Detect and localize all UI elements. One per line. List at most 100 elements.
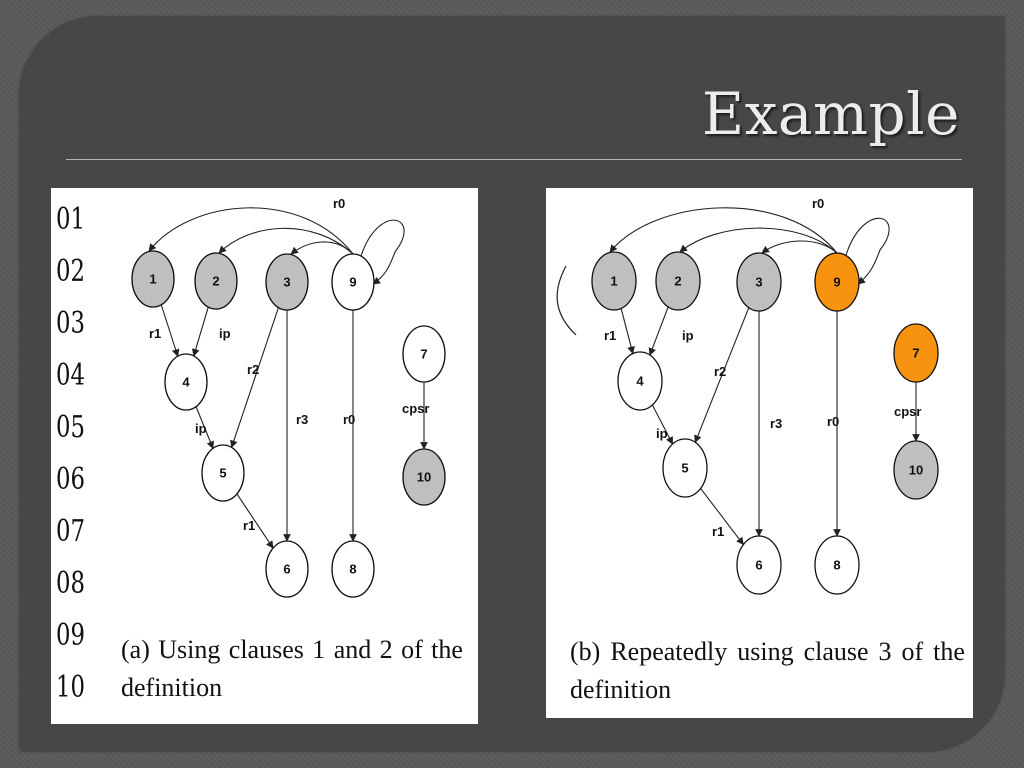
edge-label: r2 [247, 362, 259, 377]
node-circle [402, 325, 446, 383]
node-label: 3 [755, 275, 762, 290]
node-2: 2 [194, 252, 238, 310]
node-label: 1 [610, 274, 617, 289]
node-8: 8 [814, 535, 860, 595]
edge-9-9 [360, 219, 405, 285]
node-label: 5 [219, 466, 226, 481]
figure-a-caption: (a) Using clauses 1 and 2 of the definit… [121, 631, 463, 707]
node-label: 3 [283, 275, 290, 290]
figure-b-caption: (b) Repeatedly using clause 3 of the def… [570, 633, 965, 709]
edge-2-4 [192, 306, 209, 357]
line-number: 01 [56, 202, 86, 237]
node-label: 4 [636, 374, 644, 389]
node-circle [131, 250, 175, 308]
caption-word: the [933, 637, 965, 666]
node-circle [194, 252, 238, 310]
line-number: 03 [56, 306, 86, 341]
edge-4-5 [195, 406, 214, 450]
node-6: 6 [736, 535, 782, 595]
edge-4-5 [651, 404, 674, 445]
node-circle [655, 251, 701, 311]
edge-1-4 [160, 304, 180, 357]
caption-word: Repeatedly [610, 637, 728, 666]
edge-9-3 [290, 241, 354, 255]
edge-9-2 [218, 227, 354, 255]
edge-3-5 [694, 307, 750, 444]
node-label: 10 [909, 463, 923, 478]
node-label: 1 [149, 272, 156, 287]
line-number: 08 [56, 566, 86, 601]
edge-3-5 [230, 307, 279, 449]
title-underline [66, 159, 962, 160]
edge-5-6 [700, 488, 744, 546]
edge-2-4 [648, 306, 669, 356]
edge-label: r1 [243, 518, 255, 533]
node-circle [736, 252, 782, 312]
node-3: 3 [736, 252, 782, 312]
node-label: 6 [283, 562, 290, 577]
edge-label: r1 [712, 524, 724, 539]
node-circle [736, 535, 782, 595]
caption-line-2: definition [570, 675, 672, 704]
edge-1-4 [620, 308, 635, 355]
node-label: 9 [833, 275, 840, 290]
edge-label: ip [682, 328, 694, 343]
caption-tag: (b) [570, 637, 601, 666]
node-circle [893, 323, 939, 383]
edge-9-2 [679, 227, 838, 254]
caption-word: clause [803, 637, 869, 666]
node-circle [591, 251, 637, 311]
node-label: 10 [417, 470, 431, 485]
node-9: 9 [331, 253, 375, 311]
line-number: 02 [56, 254, 86, 289]
line-number: 07 [56, 514, 86, 549]
edge-label: r1 [149, 326, 161, 341]
caption-word: 2 [379, 635, 393, 664]
caption-word: 1 [312, 635, 326, 664]
line-number: 05 [56, 410, 86, 445]
node-10: 10 [893, 440, 939, 500]
edge-label: r1 [604, 328, 616, 343]
edge-label: cpsr [894, 404, 921, 419]
node-label: 9 [349, 275, 356, 290]
node-label: 2 [674, 274, 681, 289]
line-number: 04 [56, 358, 86, 393]
caption-line-1: (b) Repeatedly using clause 3 of the [570, 633, 965, 671]
edge-label: cpsr [402, 401, 429, 416]
node-circle [402, 448, 446, 506]
caption-word: using [737, 637, 794, 666]
node-circle [331, 253, 375, 311]
edge-label: r0 [333, 196, 345, 211]
edge-label: r0 [827, 414, 839, 429]
edge-9-3 [761, 240, 838, 254]
line-number: 10 [56, 670, 86, 705]
node-circle [893, 440, 939, 500]
node-label: 2 [212, 274, 219, 289]
edge-9-1 [148, 207, 354, 255]
edge-label: r3 [296, 412, 308, 427]
edge-label: r2 [714, 364, 726, 379]
node-circle [662, 438, 708, 498]
caption-word: the [431, 635, 463, 664]
line-number: 06 [56, 462, 86, 497]
edge-9-9 [845, 217, 890, 285]
caption-word: Using [158, 635, 221, 664]
node-circle [265, 253, 309, 311]
edge-label: ip [656, 426, 668, 441]
stray-arc-mark [556, 265, 577, 336]
caption-word: of [901, 637, 924, 666]
line-number: 09 [56, 618, 86, 653]
node-circle [617, 351, 663, 411]
edge-label: r0 [812, 196, 824, 211]
node-label: 8 [833, 558, 840, 573]
node-3: 3 [265, 253, 309, 311]
node-2: 2 [655, 251, 701, 311]
edge-9-1 [609, 207, 838, 254]
edge-label: r0 [343, 412, 355, 427]
node-4: 4 [617, 351, 663, 411]
caption-tag: (a) [121, 635, 150, 664]
node-6: 6 [265, 540, 309, 598]
